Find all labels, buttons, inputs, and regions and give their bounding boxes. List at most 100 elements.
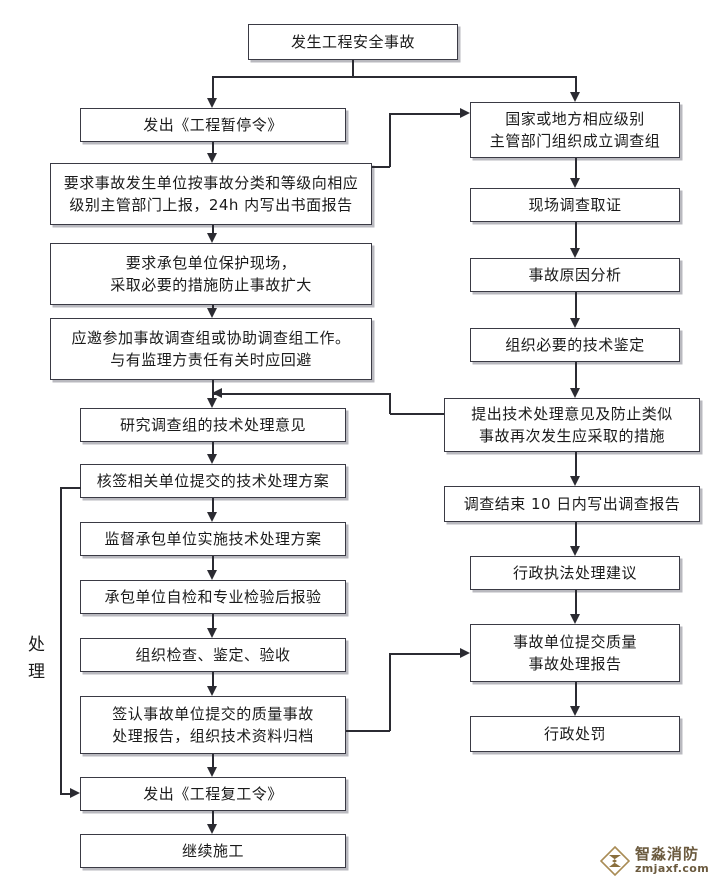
arrow-r5-r6 xyxy=(570,476,580,486)
node-protect-site[interactable]: 要求承包单位保护现场， 采取必要的措施防止事故扩大 xyxy=(50,243,372,305)
connector-l11-l12 xyxy=(212,811,214,824)
node-r3-line-0: 事故原因分析 xyxy=(528,265,622,284)
node-site-investigation[interactable]: 现场调查取证 xyxy=(470,188,680,222)
arrow-r7-r8 xyxy=(570,614,580,624)
node-study-technical-opinion[interactable]: 研究调查组的技术处理意见 xyxy=(80,408,346,442)
connector-l1-l2 xyxy=(212,142,214,153)
connector-l10-to-r8-h2 xyxy=(389,653,460,655)
node-r5-line-1: 事故再次发生应采取的措施 xyxy=(478,427,665,445)
arrow-l4-l5 xyxy=(207,398,217,408)
node-r5-line-0: 提出技术处理意见及防止类似 xyxy=(471,404,673,423)
arrow-r4-r5 xyxy=(570,388,580,398)
connector-l6-l7 xyxy=(212,498,214,512)
diamond-z-logo-icon xyxy=(599,845,631,877)
arrow-r1-r2 xyxy=(570,178,580,188)
arrow-l2-to-r1 xyxy=(460,108,470,118)
arrow-l8-l9 xyxy=(207,628,217,638)
connector-r5-to-l5-v xyxy=(389,393,391,414)
connector-bus-to-left xyxy=(212,76,214,98)
side-label-processing: 处理 xyxy=(28,635,46,683)
node-l7-line-0: 监督承包单位实施技术处理方案 xyxy=(104,529,322,548)
node-l3-line-0: 要求承包单位保护现场， xyxy=(125,253,297,272)
node-l3-line-1: 采取必要的措施防止事故扩大 xyxy=(110,276,312,294)
node-l4-line-0: 应邀参加事故调查组或协助调查组工作。 xyxy=(71,328,351,347)
node-l6-line-0: 核签相关单位提交的技术处理方案 xyxy=(96,471,330,490)
node-administrative-penalty[interactable]: 行政处罚 xyxy=(470,716,680,752)
connector-loop-h-bottom xyxy=(60,793,70,795)
node-l2-line-0: 要求事故发生单位按事故分类和等级向相应 xyxy=(63,173,359,192)
connector-r5-r6 xyxy=(575,452,577,476)
arrow-bus-to-right xyxy=(570,92,580,102)
connector-l5-l6 xyxy=(212,442,214,454)
node-cause-analysis[interactable]: 事故原因分析 xyxy=(470,258,680,292)
watermark-brand-en: zmjaxf.com xyxy=(635,862,710,876)
connector-l10-l11 xyxy=(212,754,214,767)
node-establish-investigation-group[interactable]: 国家或地方相应级别 主管部门组织成立调查组 xyxy=(470,102,680,158)
connector-r7-r8 xyxy=(575,590,577,614)
connector-l10-to-r8-h1 xyxy=(346,730,390,732)
connector-l10-to-r8-v xyxy=(389,653,391,731)
node-unit-submits-quality-report[interactable]: 事故单位提交质量 事故处理报告 xyxy=(470,624,680,682)
arrow-l10-to-r8 xyxy=(460,648,470,658)
node-l9-line-0: 组织检查、鉴定、验收 xyxy=(135,645,291,664)
node-technical-appraisal[interactable]: 组织必要的技术鉴定 xyxy=(470,328,680,362)
node-l10-line-1: 处理报告，组织技术资料归档 xyxy=(112,727,314,745)
node-start[interactable]: 发生工程安全事故 xyxy=(248,24,458,60)
arrow-l9-l10 xyxy=(207,686,217,696)
connector-l3-l4 xyxy=(212,305,214,308)
connector-loop-v xyxy=(60,487,62,794)
node-issue-suspension-order[interactable]: 发出《工程暂停令》 xyxy=(80,108,346,142)
connector-r2-r3 xyxy=(575,222,577,248)
node-propose-measures[interactable]: 提出技术处理意见及防止类似 事故再次发生应采取的措施 xyxy=(444,398,700,452)
node-r1-line-0: 国家或地方相应级别 xyxy=(505,109,645,128)
connector-r3-r4 xyxy=(575,292,577,318)
connector-l2-to-r1-v xyxy=(389,113,391,167)
arrow-l3-l4 xyxy=(207,308,217,318)
node-r9-line-0: 行政处罚 xyxy=(543,724,606,743)
node-issue-resumption-order[interactable]: 发出《工程复工令》 xyxy=(80,777,346,811)
connector-r1-r2 xyxy=(575,158,577,178)
arrow-l5-l6 xyxy=(207,454,217,464)
node-r8-line-1: 事故处理报告 xyxy=(528,655,622,673)
node-l5-line-0: 研究调查组的技术处理意见 xyxy=(119,415,306,434)
node-sign-off-report-archive[interactable]: 签认事故单位提交的质量事故 处理报告，组织技术资料归档 xyxy=(80,696,346,754)
node-l10-line-0: 签认事故单位提交的质量事故 xyxy=(112,704,314,723)
node-r4-line-0: 组织必要的技术鉴定 xyxy=(505,335,645,354)
connector-r4-r5 xyxy=(575,362,577,388)
node-continue-construction[interactable]: 继续施工 xyxy=(80,834,346,868)
node-require-report-to-authority[interactable]: 要求事故发生单位按事故分类和等级向相应 级别主管部门上报，24h 内写出书面报告 xyxy=(50,163,372,225)
node-start-line-0: 发生工程安全事故 xyxy=(290,32,415,51)
node-r2-line-0: 现场调查取证 xyxy=(528,195,622,214)
watermark: 智淼消防 zmjaxf.com xyxy=(599,845,710,877)
node-supervise-implementation[interactable]: 监督承包单位实施技术处理方案 xyxy=(80,522,346,556)
watermark-text: 智淼消防 zmjaxf.com xyxy=(635,845,710,876)
arrow-l11-l12 xyxy=(207,824,217,834)
connector-r5-to-l5-h1 xyxy=(390,413,444,415)
connector-r5-to-l5-h2 xyxy=(212,393,390,395)
node-r6-line-0: 调查结束 10 日内写出调查报告 xyxy=(463,494,681,513)
connector-l9-l10 xyxy=(212,672,214,686)
arrow-loop-to-l11 xyxy=(70,788,80,798)
node-l2-line-1: 级别主管部门上报，24h 内写出书面报告 xyxy=(69,196,353,214)
connector-r6-r7 xyxy=(575,522,577,546)
node-organize-inspection-acceptance[interactable]: 组织检查、鉴定、验收 xyxy=(80,638,346,672)
connector-l7-l8 xyxy=(212,556,214,570)
node-investigation-report[interactable]: 调查结束 10 日内写出调查报告 xyxy=(444,486,700,522)
arrow-r5-to-l5-left xyxy=(212,388,222,398)
arrow-l10-l11 xyxy=(207,767,217,777)
node-l11-line-0: 发出《工程复工令》 xyxy=(143,784,283,803)
watermark-brand-cn: 智淼消防 xyxy=(635,845,700,864)
node-countersign-technical-plan[interactable]: 核签相关单位提交的技术处理方案 xyxy=(80,464,346,498)
connector-loop-h-top xyxy=(60,487,81,489)
node-l12-line-0: 继续施工 xyxy=(181,841,244,860)
arrow-r6-r7 xyxy=(570,546,580,556)
arrow-l1-l2 xyxy=(207,153,217,163)
arrow-l6-l7 xyxy=(207,512,217,522)
node-contractor-self-inspection[interactable]: 承包单位自检和专业检验后报验 xyxy=(80,580,346,614)
connector-l8-l9 xyxy=(212,614,214,628)
node-l4-line-1: 与有监理方责任有关时应回避 xyxy=(110,351,312,369)
arrow-l7-l8 xyxy=(207,570,217,580)
arrow-r3-r4 xyxy=(570,318,580,328)
node-enforcement-suggestion[interactable]: 行政执法处理建议 xyxy=(470,556,680,590)
node-join-investigation-group[interactable]: 应邀参加事故调查组或协助调查组工作。 与有监理方责任有关时应回避 xyxy=(50,318,372,380)
